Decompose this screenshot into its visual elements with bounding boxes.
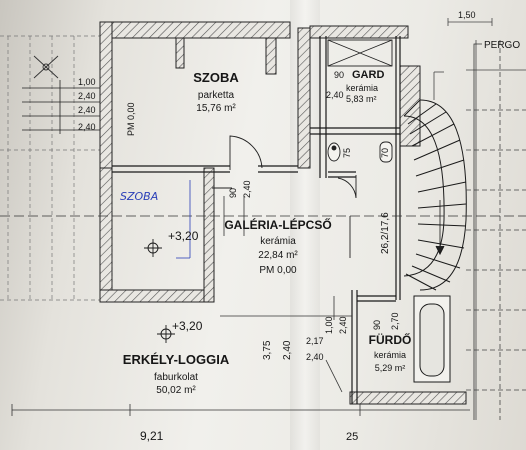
- dim-fur-90: 90: [372, 320, 382, 330]
- szoba-name: SZOBA: [193, 70, 239, 85]
- gard-area: 5,83 m²: [346, 94, 377, 104]
- left-dimension-ladder: [22, 80, 104, 134]
- dim-gal-240: 2,40: [242, 180, 252, 198]
- staircase: [403, 99, 467, 291]
- galeria-name: GALÉRIA-LÉPCSŐ: [224, 217, 331, 232]
- right-pergola-grid: [433, 18, 526, 420]
- dim-wc-75: 75: [342, 148, 352, 158]
- stair-ratio: 26,2/17,6: [380, 212, 391, 254]
- erkely-floor: faburkolat: [154, 372, 198, 383]
- dim-left-100: 1,00: [78, 77, 96, 87]
- dim-mid-217: 2,17: [306, 336, 324, 346]
- furdo-area: 5,29 m²: [375, 363, 406, 373]
- left-pergola-grid: [0, 35, 100, 301]
- galeria-floor: kerámia: [260, 236, 296, 247]
- gard-floor: kerámia: [346, 83, 378, 93]
- dim-mid-240c: 2,40: [306, 352, 324, 362]
- wc-fixtures: [327, 141, 393, 163]
- gallery-void-edge: [0, 180, 526, 416]
- dim-gal-90: 90: [228, 188, 238, 198]
- pergola-label: PERGO: [484, 40, 520, 51]
- dim-wc-70: 70: [380, 148, 390, 158]
- balcony-level: +3,20: [172, 319, 203, 333]
- szoba-level: PM 0,00: [126, 102, 136, 136]
- gard-wardrobe: [327, 39, 393, 67]
- gallery-top-level: +3,20: [168, 229, 199, 243]
- dim-mid-100: 1,00: [324, 316, 334, 334]
- door-swings: [212, 135, 357, 258]
- dim-mid-240: 2,40: [338, 316, 348, 334]
- dim-fur-270: 2,70: [390, 312, 400, 330]
- level-markers: [144, 239, 175, 343]
- outer-walls: [99, 21, 467, 405]
- dim-top-150: 1,50: [458, 10, 476, 20]
- dim-mid-375: 3,75: [262, 340, 273, 360]
- dim-bottom-921: 9,21: [140, 429, 164, 443]
- furdo-name: FÜRDŐ: [369, 332, 412, 347]
- dim-left-240a: 2,40: [78, 91, 96, 101]
- planter-cross: [33, 55, 59, 79]
- erkely-area: 50,02 m²: [156, 385, 196, 396]
- handwritten-note: SZOBA: [120, 190, 158, 203]
- galeria-level: PM 0,00: [259, 265, 297, 276]
- dim-bottom-25: 25: [346, 431, 358, 443]
- szoba-area: 15,76 m²: [196, 103, 236, 114]
- szoba-floor: parketta: [198, 90, 235, 101]
- dim-gard-240: 2,40: [326, 90, 344, 100]
- bathtub: [413, 295, 451, 383]
- dim-mid-240b: 2,40: [282, 340, 293, 360]
- dim-left-240b: 2,40: [78, 105, 96, 115]
- erkely-name: ERKÉLY-LOGGIA: [123, 352, 230, 367]
- galeria-area: 22,84 m²: [258, 250, 298, 261]
- dim-gard-90: 90: [334, 70, 344, 80]
- interior-walls: [112, 36, 401, 404]
- gard-name: GARD: [352, 69, 384, 81]
- furdo-floor: kerámia: [374, 350, 406, 360]
- dim-left-240c: 2,40: [78, 122, 96, 132]
